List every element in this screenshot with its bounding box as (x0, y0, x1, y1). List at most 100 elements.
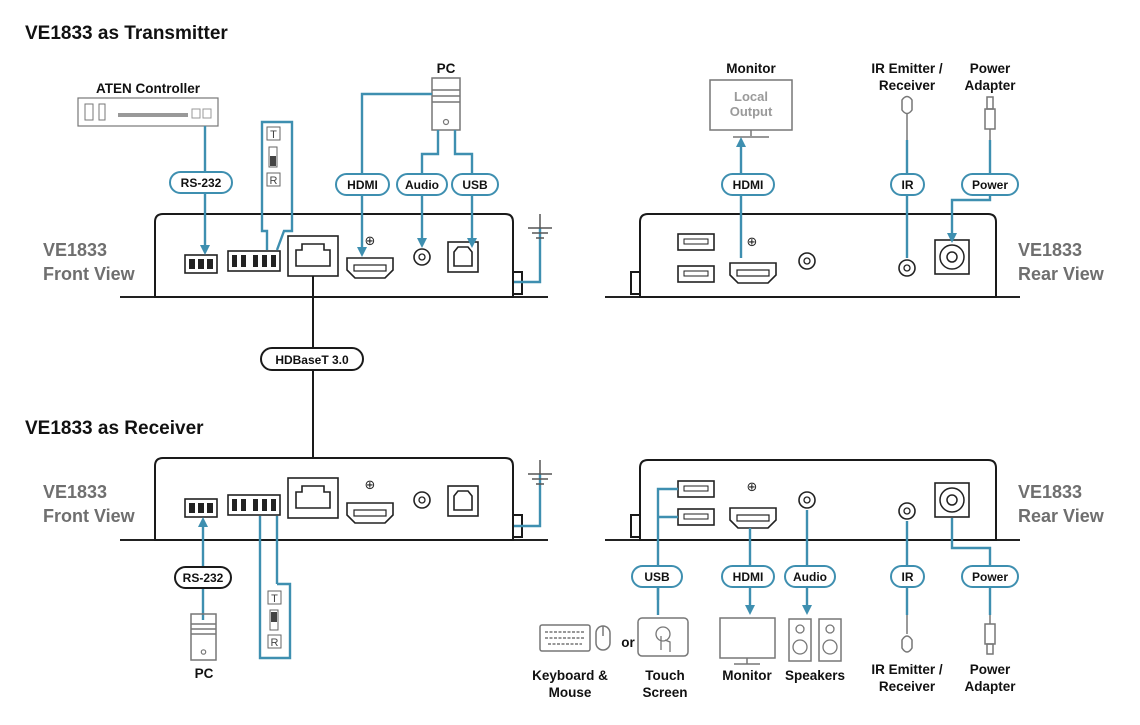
rx-hdmi-pill: HDMI (721, 565, 775, 588)
rx-speakers-label: Speakers (785, 668, 845, 683)
ground-symbol (514, 214, 552, 284)
svg-text:Audio: Audio (405, 178, 439, 192)
usb-a-ports (677, 233, 715, 283)
svg-text:USB: USB (462, 178, 488, 192)
ir-jack (898, 259, 916, 277)
svg-text:RS-232: RS-232 (183, 571, 224, 585)
ir-emitter-icon: IR Emitter / Receiver (871, 61, 943, 140)
hdmi-pill: HDMI (335, 173, 390, 196)
tx-front-label-view: Front View (43, 264, 136, 284)
svg-text:IR: IR (902, 178, 914, 192)
rx-rear-label-view: Rear View (1018, 506, 1105, 526)
rx-ir-label-1: IR Emitter / (871, 662, 943, 677)
rx-usb-b-port (447, 485, 479, 517)
tx-front-label-model: VE1833 (43, 240, 107, 260)
rx-audio-jack (413, 491, 431, 509)
tr-dip-switch (227, 250, 281, 272)
rx-power-pill: Power (961, 565, 1019, 588)
or-text: or (621, 635, 635, 650)
svg-text:HDMI: HDMI (347, 178, 378, 192)
rx-switch-r-icon: R (267, 634, 282, 649)
tx-rear-label-view: Rear View (1018, 264, 1105, 284)
rx-audio-pill: Audio (784, 565, 836, 588)
transmitter-section-title: VE1833 as Transmitter (25, 23, 228, 44)
rs232-pill: RS-232 (169, 171, 233, 194)
svg-text:T: T (270, 129, 277, 141)
tx-power-label-2: Adapter (964, 78, 1016, 93)
local-monitor-icon: Monitor Local Output (709, 61, 793, 138)
power-pill: Power (961, 173, 1019, 196)
tx-ir-label-1: IR Emitter / (871, 61, 943, 76)
rx-ir-emitter-icon: IR Emitter / Receiver (871, 615, 943, 694)
receiver-rear-panel: ⊕ VE1833 Rear View (605, 459, 1105, 541)
keyboard-icon (539, 624, 591, 652)
hdbaset-pill: HDBaseT 3.0 (260, 347, 364, 371)
tx-ir-label-2: Receiver (879, 78, 936, 93)
pc-tower-icon: PC (431, 61, 461, 131)
usb-pill: USB (451, 173, 499, 196)
rx-ir-jack (898, 502, 916, 520)
touch-label-1: Touch (645, 668, 685, 683)
monitor-icon: Monitor (719, 617, 776, 683)
rx-front-label-view: Front View (43, 506, 136, 526)
svg-text:⊕: ⊕ (747, 479, 758, 494)
svg-text:USB: USB (644, 570, 670, 584)
transmitter-rear-panel: ⊕ VE1833 Rear View (605, 213, 1105, 298)
rx-monitor-label: Monitor (722, 668, 772, 683)
svg-text:⊕: ⊕ (365, 233, 376, 248)
rear-hdmi-port: ⊕ (729, 234, 777, 284)
svg-text:⊕: ⊕ (365, 477, 376, 492)
keyboard-label-1: Keyboard & (532, 668, 608, 683)
svg-text:RS-232: RS-232 (181, 176, 222, 190)
touch-label-2: Screen (642, 685, 687, 700)
svg-text:R: R (270, 175, 278, 187)
rx-pc-tower-icon: PC (190, 613, 217, 681)
tx-rear-label-model: VE1833 (1018, 240, 1082, 260)
rx-ir-pill: IR (890, 565, 925, 588)
tx-monitor-title: Monitor (726, 61, 776, 76)
keyboard-label-2: Mouse (549, 685, 592, 700)
rx-rear-hdmi-port: ⊕ (729, 479, 777, 529)
rx-power-adapter-icon: Power Adapter (964, 615, 1016, 694)
svg-text:⊕: ⊕ (747, 234, 758, 249)
svg-text:T: T (271, 593, 278, 605)
speakers-icon: Speakers (785, 618, 845, 683)
rx-front-label-model: VE1833 (43, 482, 107, 502)
rx-usb-pill: USB (631, 565, 683, 588)
rx-switch-t-icon: T (267, 590, 282, 605)
svg-text:R: R (271, 637, 279, 649)
transmitter-front-panel: ⊕ VE1833 Front View (43, 213, 548, 298)
receiver-section-title: VE1833 as Receiver (25, 418, 204, 439)
svg-text:HDMI: HDMI (733, 570, 764, 584)
svg-text:HDBaseT 3.0: HDBaseT 3.0 (275, 353, 349, 367)
audio-jack (413, 248, 431, 266)
rx-power-jack (934, 482, 970, 518)
rx-pc-label: PC (195, 666, 214, 681)
ir-pill: IR (890, 173, 925, 196)
power-adapter-icon: Power Adapter (964, 61, 1016, 140)
rx-rear-label-model: VE1833 (1018, 482, 1082, 502)
svg-text:IR: IR (902, 570, 914, 584)
rx-power-label-1: Power (970, 662, 1011, 677)
rx-tr-dip-switch (227, 494, 281, 516)
rx-hdmi-port: ⊕ (346, 477, 394, 524)
svg-text:Audio: Audio (793, 570, 827, 584)
svg-text:Power: Power (972, 570, 1008, 584)
hdmi-port: ⊕ (346, 233, 394, 279)
tx-power-label-1: Power (970, 61, 1011, 76)
rear-hdmi-pill: HDMI (721, 173, 775, 196)
switch-r-icon: R (266, 172, 281, 187)
aten-controller-label: ATEN Controller (96, 81, 201, 96)
rx-hdbaset-rj45-port (287, 477, 339, 519)
aten-controller: ATEN Controller (77, 81, 219, 127)
tx-pc-label: PC (437, 61, 456, 76)
rear-audio-jack (798, 252, 816, 270)
mouse-icon (595, 625, 611, 651)
rx-ir-label-2: Receiver (879, 679, 936, 694)
local-output-line1: Local (734, 89, 768, 104)
rx-rear-audio-jack (798, 491, 816, 509)
svg-text:HDMI: HDMI (733, 178, 764, 192)
receiver-front-panel: ⊕ VE1833 Front View (43, 457, 548, 541)
audio-pill: Audio (396, 173, 448, 196)
rx-ground-symbol (514, 460, 552, 528)
